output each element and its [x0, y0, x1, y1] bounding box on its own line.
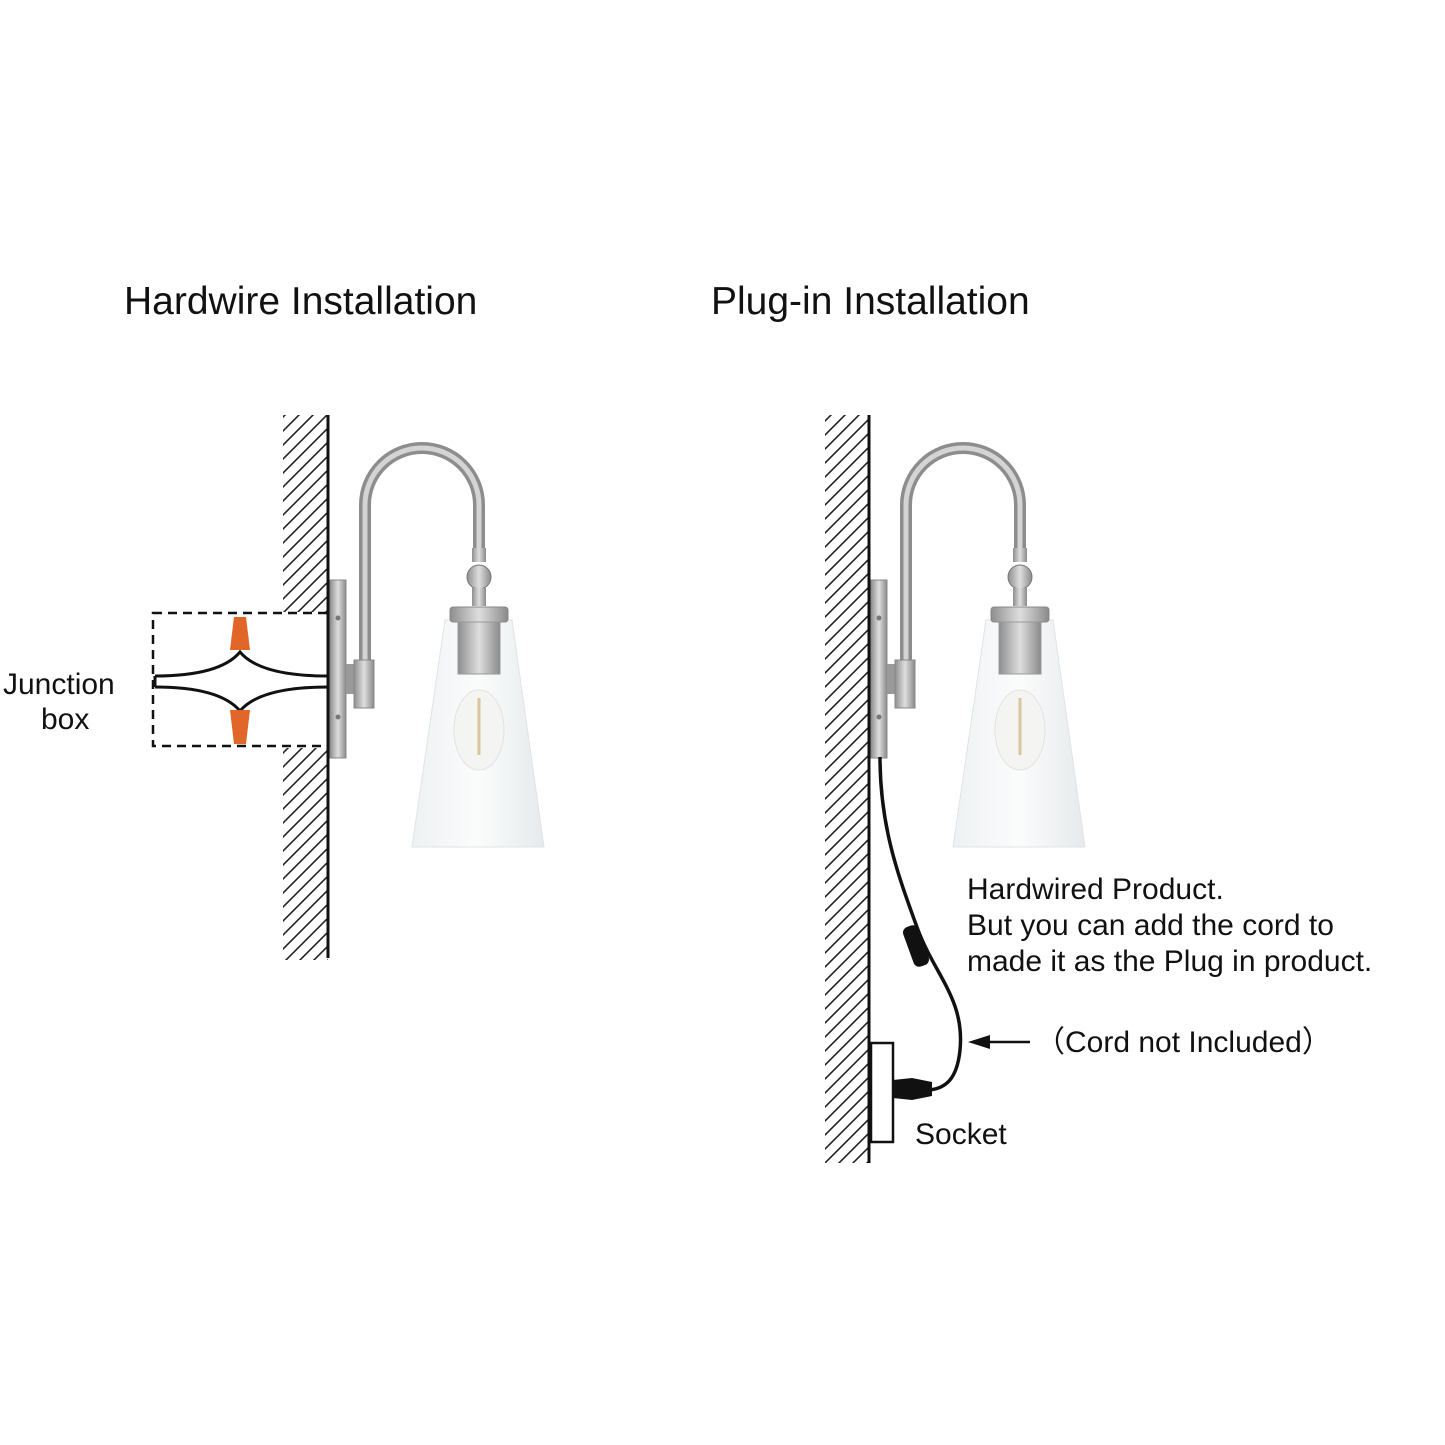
note-line-1: Hardwired Product. — [967, 873, 1224, 906]
hardwire-lamp — [330, 448, 544, 847]
socket-icon — [869, 1041, 895, 1144]
plugin-title: Plug-in Installation — [711, 280, 1030, 323]
right-wall — [825, 415, 871, 1163]
plugin-lamp — [871, 448, 1085, 847]
junction-label-2: box — [41, 703, 90, 736]
wire-nut-icon — [230, 617, 250, 650]
hardwire-title: Hardwire Installation — [124, 280, 478, 323]
arrow-icon — [968, 1035, 1030, 1049]
cord-switch-icon — [902, 925, 930, 967]
cord-note: （Cord not Included） — [1035, 1026, 1332, 1059]
plug-icon — [893, 1078, 932, 1100]
power-cord — [869, 756, 963, 1144]
socket-label: Socket — [915, 1118, 1007, 1151]
note-line-3: made it as the Plug in product. — [967, 945, 1373, 978]
note-line-2: But you can add the cord to — [967, 909, 1334, 942]
wire-nut-icon — [230, 710, 250, 744]
junction-box — [151, 611, 330, 748]
junction-label-1: Junction — [3, 668, 115, 701]
